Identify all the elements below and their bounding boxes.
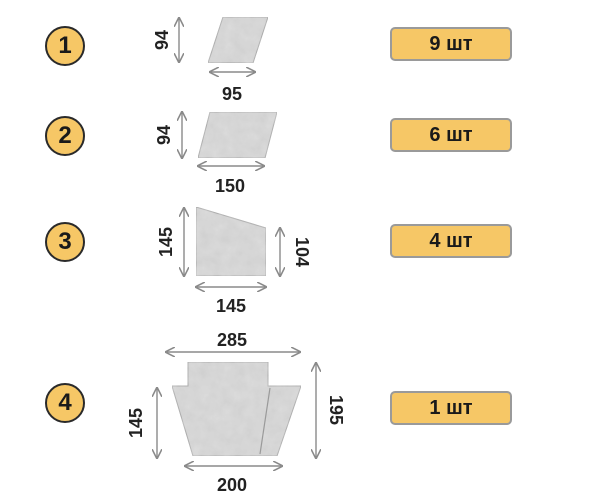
stone-shape-3 [195, 206, 267, 277]
quantity-badge-1: 9 шт [390, 27, 512, 61]
dim-height-right-3: 104 [292, 237, 312, 267]
item-number-3: 3 [45, 222, 85, 262]
joint-line-4 [259, 387, 271, 455]
quantity-badge-3: 4 шт [390, 224, 512, 258]
dim-height-left-3: 145 [156, 227, 176, 257]
dim-width-3: 145 [216, 296, 246, 316]
stone-shape-4 [171, 361, 302, 457]
quantity-badge-2: 6 шт [390, 118, 512, 152]
dim-height-2: 94 [154, 125, 174, 145]
piece-3: 145 104 145 [156, 206, 312, 316]
dim-height-left-4: 145 [126, 408, 146, 438]
piece-4: 285 145 195 200 [126, 330, 346, 495]
dim-height-right-4: 195 [326, 395, 346, 425]
item-number-4: 4 [45, 383, 85, 423]
item-number-1: 1 [45, 26, 85, 66]
dim-bottom-width-4: 200 [217, 475, 247, 495]
dim-width-2: 150 [215, 176, 245, 196]
piece-1: 94 95 [152, 16, 269, 104]
stone-shape-1 [207, 16, 269, 64]
dim-width-1: 95 [222, 84, 242, 104]
dim-top-width-4: 285 [217, 330, 247, 350]
dim-height-1: 94 [152, 30, 172, 50]
item-number-2: 2 [45, 116, 85, 156]
stone-shape-2 [197, 111, 278, 159]
quantity-badge-4: 1 шт [390, 391, 512, 425]
piece-2: 94 150 [154, 111, 278, 196]
